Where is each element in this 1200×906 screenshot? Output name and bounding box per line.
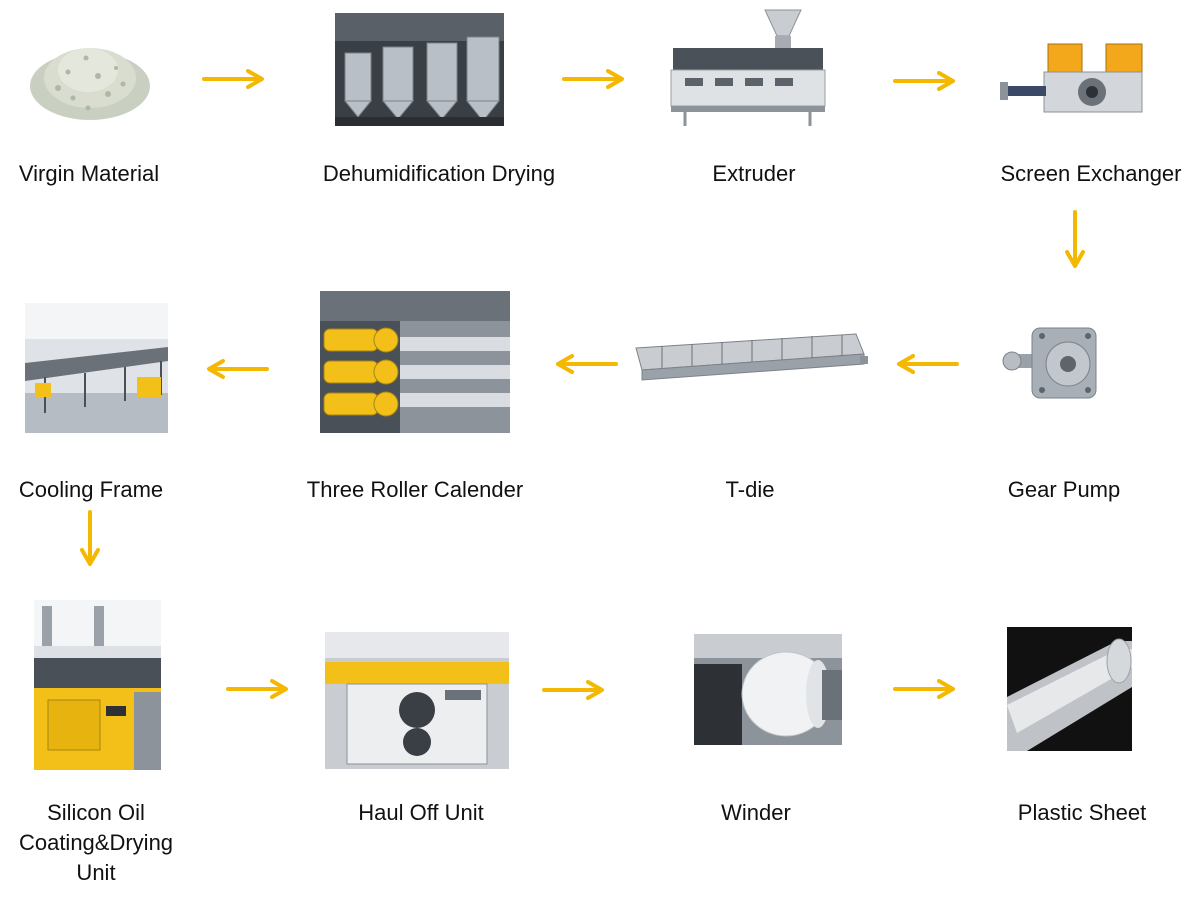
step-6-image — [320, 291, 510, 433]
step-11-image — [1007, 627, 1132, 751]
winder-image — [694, 634, 842, 745]
step-5-label: T-die — [725, 477, 775, 502]
dryer-hoppers-image — [335, 13, 504, 126]
step-4-image — [1002, 320, 1102, 405]
arrow-right-icon — [202, 69, 264, 89]
step-1-image — [335, 13, 504, 126]
step-8-label: Silicon Oil Coating&Drying Unit — [18, 800, 174, 885]
arrow-right-icon — [562, 69, 624, 89]
step-7-label: Cooling Frame — [18, 477, 164, 502]
coating-unit-image — [34, 600, 161, 770]
arrow-left-icon — [207, 359, 269, 379]
gear-pump-image — [1002, 320, 1102, 405]
screen-changer-image — [1000, 40, 1146, 118]
calender-rollers-image — [320, 291, 510, 433]
step-11-label: Plastic Sheet — [1017, 800, 1147, 825]
step-9-image — [325, 632, 509, 769]
t-die-image — [632, 328, 870, 390]
arrow-right-icon — [893, 71, 955, 91]
plastic-sheet-image — [1007, 627, 1132, 751]
step-4-label: Gear Pump — [1007, 477, 1121, 502]
arrow-down-icon — [80, 510, 100, 566]
step-9-label: Haul Off Unit — [358, 800, 484, 825]
arrow-right-icon — [542, 680, 604, 700]
arrow-down-icon — [1065, 210, 1085, 268]
step-0-image — [28, 28, 152, 124]
step-8-image — [34, 600, 161, 770]
haul-off-image — [325, 632, 509, 769]
arrow-right-icon — [893, 679, 955, 699]
step-7-image — [25, 303, 168, 433]
arrow-right-icon — [226, 679, 288, 699]
step-10-image — [694, 634, 842, 745]
step-2-image — [665, 2, 830, 130]
step-2-label: Extruder — [712, 161, 796, 186]
step-3-label: Screen Exchanger — [1000, 161, 1182, 186]
extruder-machine-image — [665, 2, 830, 130]
step-6-label: Three Roller Calender — [306, 477, 524, 502]
step-1-label: Dehumidification Drying — [322, 161, 556, 186]
step-10-label: Winder — [721, 800, 791, 825]
resin-pellets-image — [30, 48, 150, 120]
step-5-image — [632, 328, 870, 390]
step-0-label: Virgin Material — [18, 161, 160, 186]
cooling-frame-image — [25, 303, 168, 433]
step-3-image — [1000, 40, 1146, 118]
arrow-left-icon — [556, 354, 618, 374]
arrow-left-icon — [897, 354, 959, 374]
